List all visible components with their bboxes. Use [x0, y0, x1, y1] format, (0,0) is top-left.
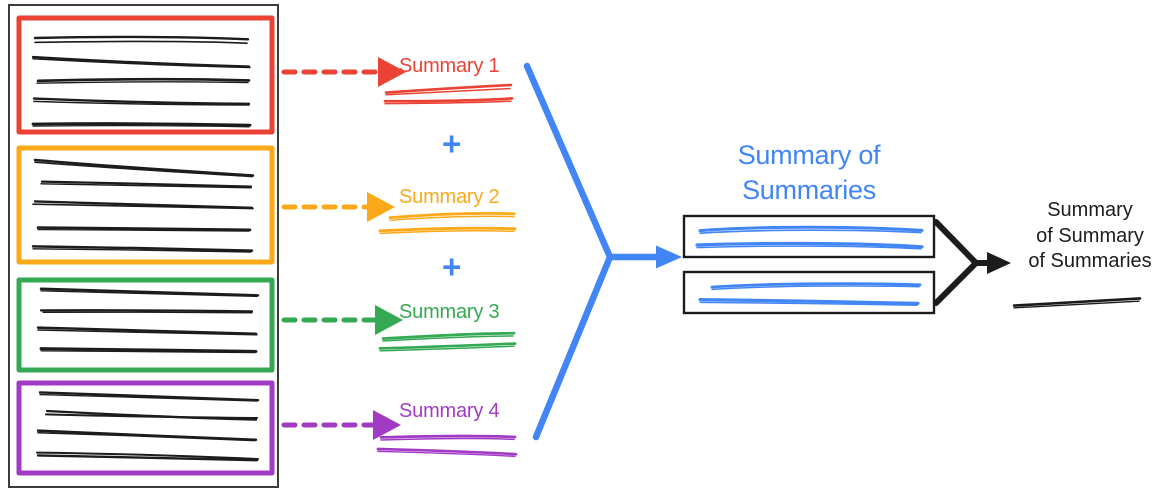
sos-box-1: [682, 214, 936, 259]
sos-box-2-lines: [698, 282, 922, 306]
summary-4-lines: [376, 434, 518, 458]
summary-2-label: Summary 2: [399, 186, 500, 208]
sos-box-2: [682, 270, 936, 315]
chunk-4-text-lines: [36, 391, 260, 462]
summary-3-label: Summary 3: [399, 301, 500, 323]
chunk-box-3: [16, 277, 275, 373]
sos-box-1-lines: [695, 225, 924, 250]
source-document-container: [8, 4, 279, 488]
summary-4-label: Summary 4: [399, 400, 500, 422]
summary-3-lines: [378, 331, 517, 352]
final-title-line-2: of Summary: [1036, 224, 1144, 247]
converge-arrow-blue: [523, 62, 682, 441]
final-title-line-1: Summary: [1047, 199, 1133, 221]
final-summary-title: Summary of Summary of Summaries: [1011, 198, 1169, 275]
chunk-box-2: [16, 145, 275, 265]
chunk-1-text-lines: [31, 35, 252, 128]
chunk-box-4: [16, 380, 275, 476]
summary-2-lines: [378, 212, 517, 235]
sos-title-line-2: Summaries: [742, 175, 876, 206]
plus-operator-2: +: [442, 248, 462, 285]
sos-title-line-1: Summary of: [737, 140, 881, 170]
summary-of-summaries-title: Summary of Summaries: [684, 138, 934, 208]
chunk-2-text-lines: [31, 158, 255, 253]
plus-operator-1: +: [442, 125, 462, 162]
chunk-3-text-lines: [36, 287, 260, 354]
merge-arrow-black: [933, 219, 1011, 306]
final-title-line-3: of Summaries: [1028, 250, 1152, 273]
summary-1-lines: [383, 83, 514, 105]
chunk-box-1: [16, 15, 275, 135]
final-summary-lines: [1012, 297, 1142, 309]
summary-1-label: Summary 1: [399, 55, 500, 77]
